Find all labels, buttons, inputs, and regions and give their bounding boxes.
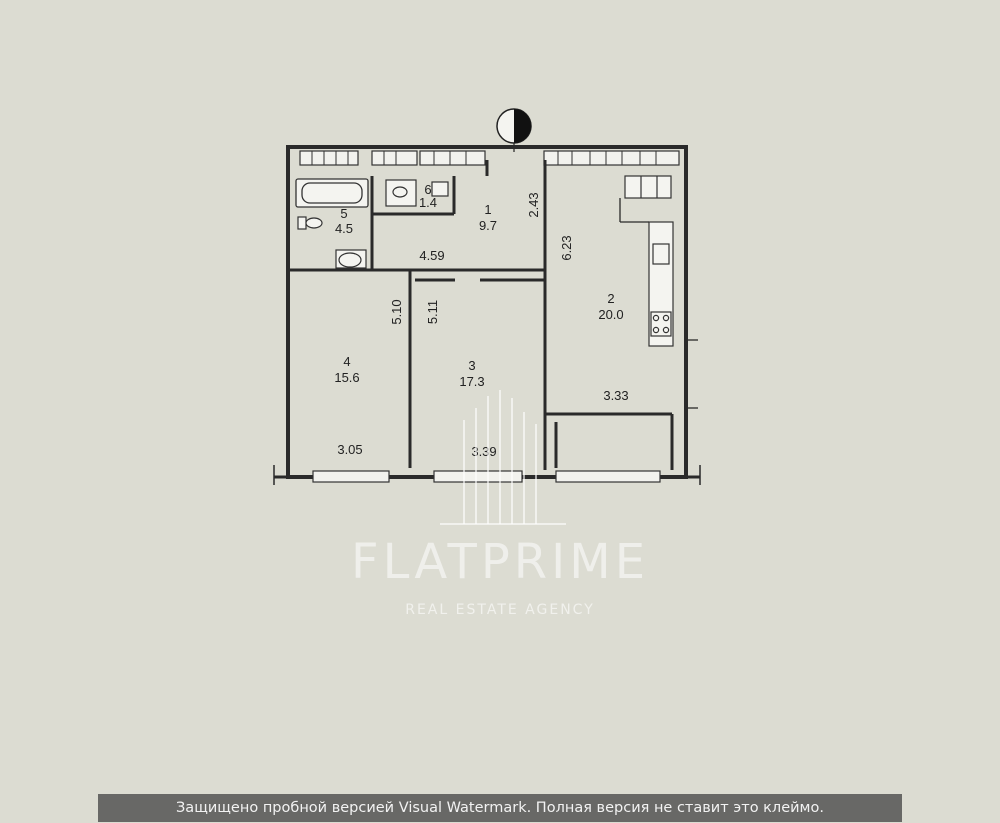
room-2-area: 20.0	[598, 307, 623, 322]
dim-kitchen-width: 3.33	[603, 388, 628, 403]
room-1-number: 1	[484, 202, 491, 217]
room-5-label: 5 4.5	[335, 206, 353, 236]
room-3-number: 3	[468, 358, 475, 373]
dim-room4-width: 3.05	[337, 442, 362, 457]
sink-icon	[652, 243, 670, 265]
room-1-area: 9.7	[479, 218, 497, 233]
dim-hall-width: 4.59	[419, 248, 444, 263]
room-6-label: 6 1.4	[419, 182, 437, 210]
room-6-area: 1.4	[419, 195, 437, 210]
room-3-label: 3 17.3	[459, 358, 484, 389]
room-2-number: 2	[607, 291, 614, 306]
interior-walls	[290, 160, 674, 470]
room-3-area: 17.3	[459, 374, 484, 389]
room-4-number: 4	[343, 354, 350, 369]
dim-room3-length: 5.11	[425, 300, 440, 324]
room-5-number: 5	[340, 206, 347, 221]
dim-room4-length: 5.10	[389, 299, 404, 324]
watermark-subtitle: REAL ESTATE AGENCY	[405, 602, 595, 618]
dim-kitchen-length: 6.23	[559, 235, 574, 260]
bottom-windows	[312, 470, 661, 483]
top-windows	[299, 150, 680, 166]
stove-icon	[650, 311, 672, 337]
room-1-label: 1 9.7	[479, 202, 497, 233]
dim-room3-width: 3.39	[471, 444, 496, 459]
room-5-area: 4.5	[335, 221, 353, 236]
protection-notice-bar: Защищено пробной версией Visual Watermar…	[98, 794, 902, 822]
toilet-icon	[297, 216, 323, 230]
window-mullions	[311, 151, 657, 165]
bathtub-icon	[295, 178, 369, 208]
dim-hall-depth: 2.43	[526, 192, 541, 217]
room-4-label: 4 15.6	[334, 354, 359, 385]
watermark-brand: FLATPRIME	[350, 534, 650, 590]
room-4-area: 15.6	[334, 370, 359, 385]
building-logo-icon	[440, 390, 566, 525]
room-2-label: 2 20.0	[598, 291, 623, 322]
sink-icon	[335, 249, 367, 269]
room-6-number: 6	[424, 182, 431, 197]
kitchen-wall-notch	[619, 198, 698, 409]
wc-toilet-icon	[385, 179, 449, 207]
